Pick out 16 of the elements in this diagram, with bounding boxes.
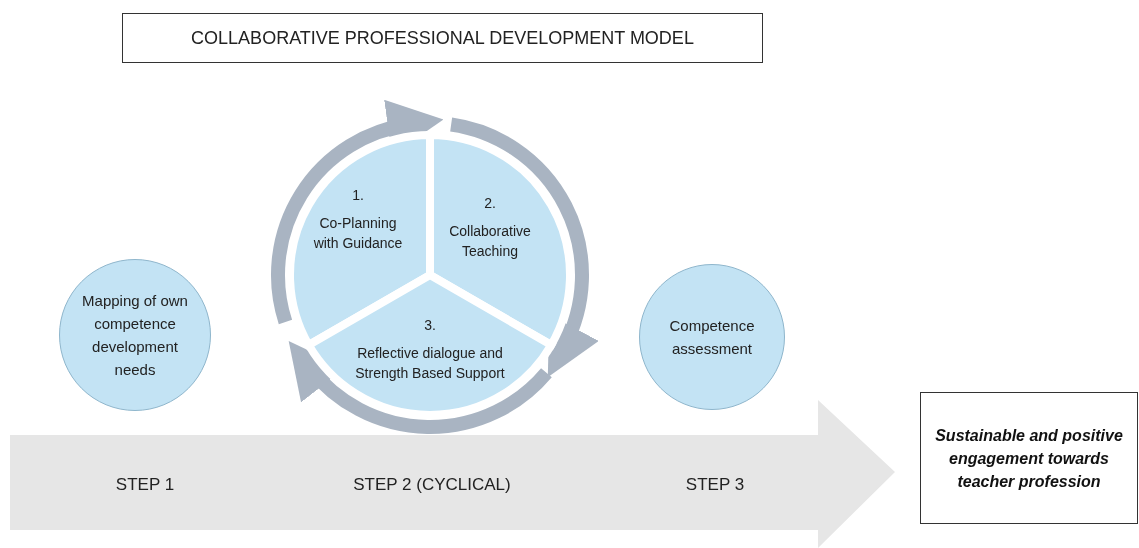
step-text: Collaborative Teaching bbox=[448, 222, 532, 261]
step-number: 3. bbox=[423, 316, 437, 335]
step-text: Reflective dialogue and Strength Based Support bbox=[355, 344, 505, 383]
title: COLLABORATIVE PROFESSIONAL DEVELOPMENT MODEL bbox=[122, 13, 763, 63]
step-label: STEP 1 bbox=[114, 474, 176, 496]
step-number: 1. bbox=[351, 186, 365, 205]
outcome-box bbox=[920, 392, 1138, 524]
outcome-text: Sustainable and positive engagement towards teacher profession bbox=[934, 425, 1124, 492]
step-number: 2. bbox=[483, 194, 497, 213]
step-text: Co-Planning with Guidance bbox=[312, 214, 404, 253]
step-label: STEP 2 (CYCLICAL) bbox=[352, 474, 512, 496]
step-text: Competence assessment bbox=[668, 316, 756, 359]
step-text: Mapping of own competence development needs bbox=[81, 291, 189, 380]
cycle-arrow bbox=[271, 101, 444, 324]
cycle-arrow bbox=[286, 342, 552, 434]
step-label: STEP 3 bbox=[684, 474, 746, 496]
